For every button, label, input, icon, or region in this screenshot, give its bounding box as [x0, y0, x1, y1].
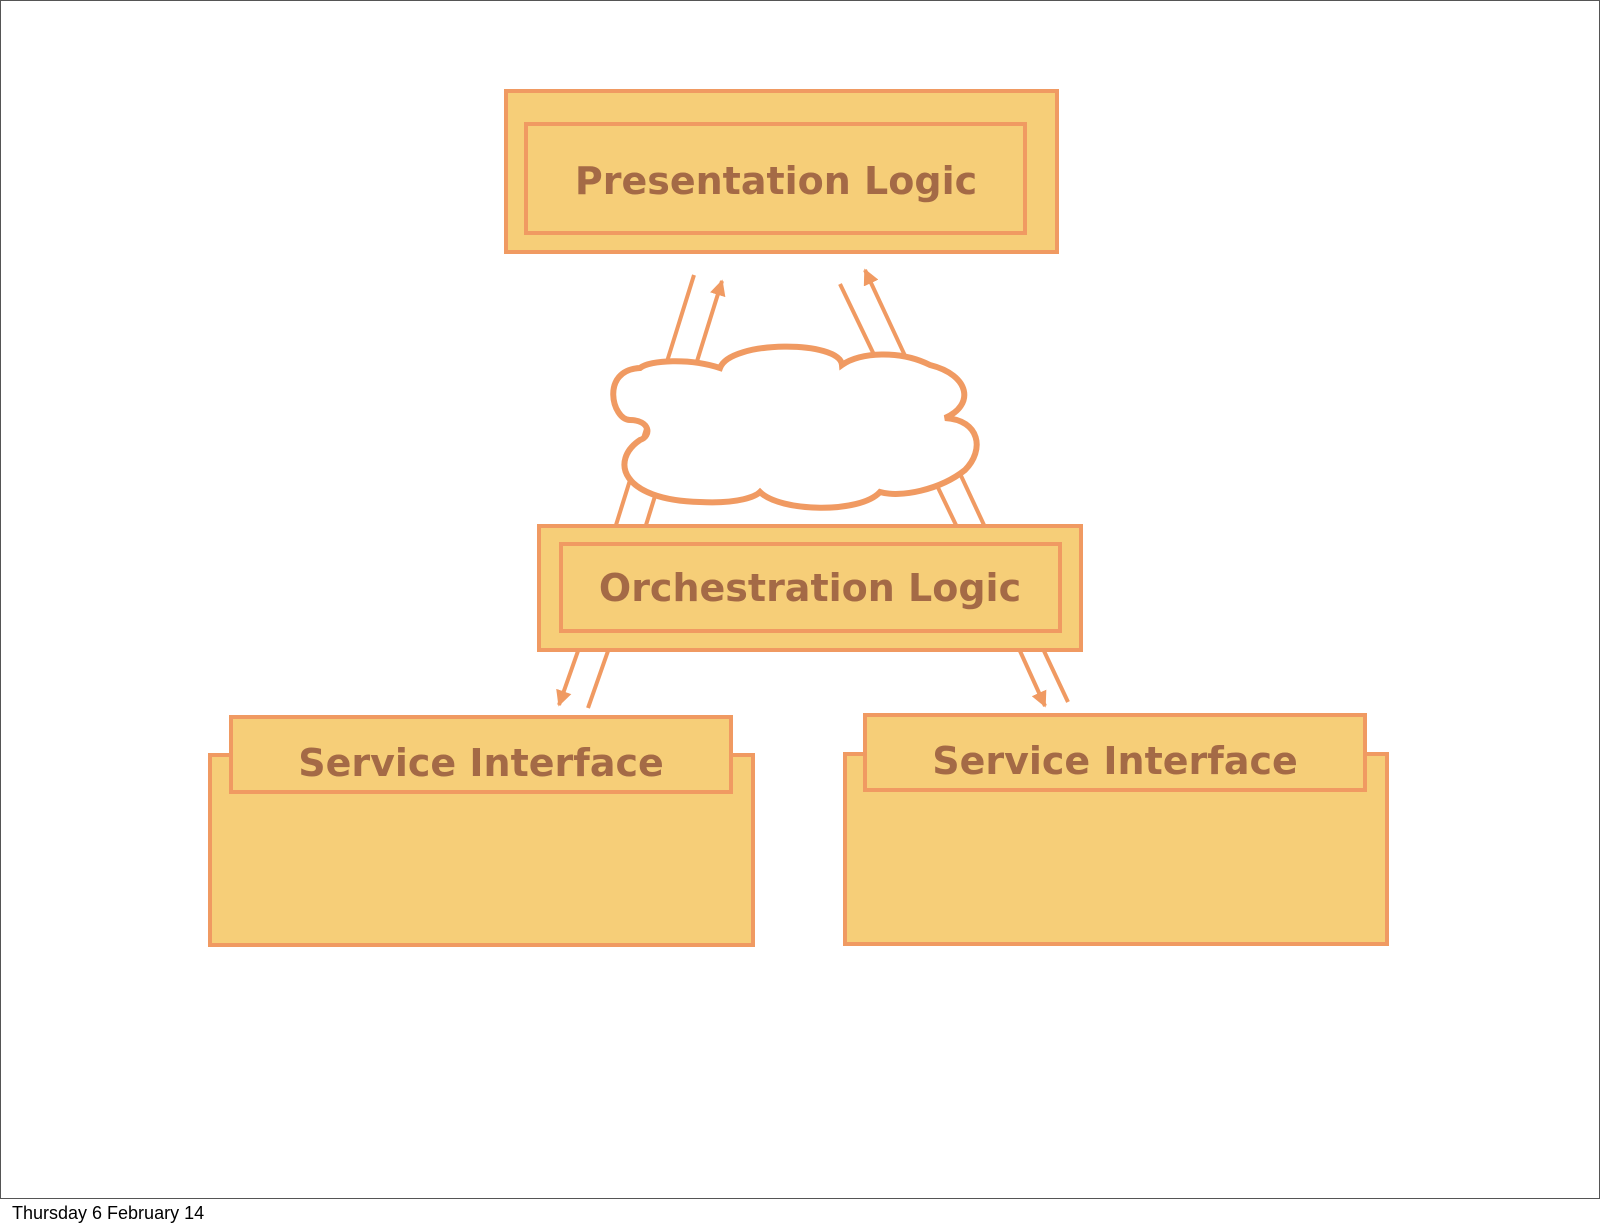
- service-left-interface-tab: [229, 715, 733, 794]
- connector-line-from-left-service: [586, 650, 610, 709]
- service-right-label: Service Interface: [932, 739, 1298, 783]
- network-cloud-icon: [610, 343, 980, 511]
- architecture-diagram: Presentation Logic Orchestration Logic S…: [208, 89, 1389, 947]
- service-right-interface-tab: [863, 713, 1367, 792]
- connector-arrow-to-right-service: [1018, 650, 1047, 708]
- presentation-logic-label: Presentation Logic: [575, 159, 977, 203]
- connector-arrow-to-left-service: [556, 650, 580, 707]
- presentation-logic-box: Presentation Logic: [504, 89, 1059, 254]
- presentation-inner-frame: [524, 122, 1027, 235]
- service-component-left: Service Interface: [208, 715, 755, 947]
- connector-line-from-right-service: [1042, 650, 1070, 703]
- footer-date: Thursday 6 February 14: [12, 1203, 205, 1223]
- service-left-label: Service Interface: [298, 741, 664, 785]
- orchestration-logic-box: Orchestration Logic: [537, 524, 1083, 652]
- orchestration-logic-label: Orchestration Logic: [599, 566, 1021, 610]
- service-component-right: Service Interface: [843, 713, 1389, 946]
- connectors-lower: [556, 650, 1070, 709]
- orchestration-inner-frame: [559, 542, 1062, 633]
